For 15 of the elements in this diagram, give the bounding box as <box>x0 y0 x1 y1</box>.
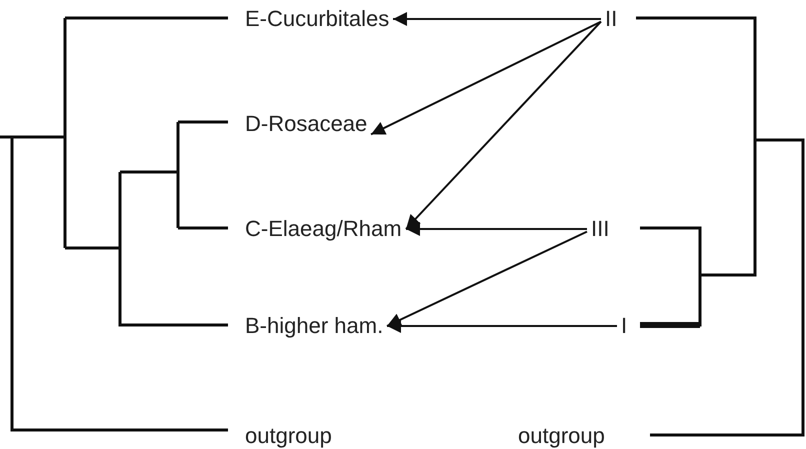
arrow <box>393 12 601 26</box>
taxon-label: B-higher ham. <box>245 313 384 339</box>
arrow <box>386 230 588 327</box>
taxon-label: II <box>605 6 618 32</box>
taxon-label: D-Rosaceae <box>245 111 368 137</box>
arrow <box>387 319 617 333</box>
arrow <box>370 20 602 136</box>
taxon-label: E-Cucurbitales <box>245 6 390 32</box>
taxon-label: III <box>591 216 610 242</box>
taxon-label: outgroup <box>245 423 332 449</box>
arrow <box>405 20 602 230</box>
arrow <box>406 222 587 236</box>
taxon-label: I <box>621 313 628 339</box>
taxon-label: outgroup <box>518 423 605 449</box>
taxon-label: C-Elaeag/Rham <box>245 216 402 242</box>
